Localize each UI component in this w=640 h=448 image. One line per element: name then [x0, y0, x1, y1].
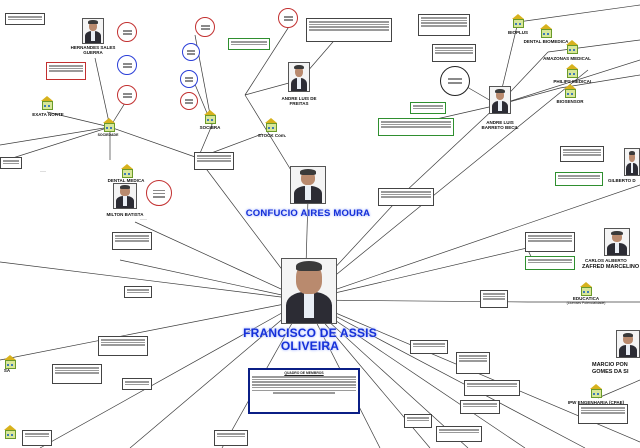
building-icon [564, 84, 577, 98]
company-socibra: SOCIBRA [199, 125, 221, 130]
building-icon [41, 96, 54, 110]
circle-red [278, 8, 298, 28]
gilberto-name: GILBERTO D [608, 178, 636, 183]
company-ipw: IPW ENGENHARIA (CPAE) [567, 400, 625, 405]
note-box [432, 44, 476, 62]
note-box [560, 146, 604, 162]
company-sociedade: SOCIEDADE [97, 133, 119, 137]
hernanes-name-2: GUERRA [83, 50, 103, 55]
note-box [214, 430, 248, 446]
building-icon [512, 14, 525, 28]
company-dental-biomedica: DENTAL BIOMEDICA [523, 39, 569, 44]
building-icon [265, 118, 278, 132]
company-sa: SA [3, 368, 11, 373]
circle-blue [182, 43, 200, 61]
note-box [525, 232, 575, 252]
confucio-photo [290, 166, 326, 204]
carlos-name-1: CARLOS ALBERTO [585, 258, 627, 263]
note-box [52, 364, 102, 384]
marcio-photo [616, 330, 640, 358]
company-educatica-sub: (Licenses Potencialidade) [566, 301, 606, 305]
circle-red [146, 180, 172, 206]
members-box-title: QUADRO DE MEMBROS [284, 371, 324, 375]
building-icon [590, 384, 603, 398]
building-icon [121, 164, 134, 178]
company-exata-norte: EXATA NORTE [32, 112, 64, 117]
note-box [378, 188, 434, 206]
carlos-name-2: ZAFRED MARCELINO [582, 264, 640, 270]
note-box [404, 414, 432, 428]
note-box [464, 380, 520, 396]
note-box [194, 152, 234, 170]
andre-becil-name-1: ANDRE LUIS [486, 120, 514, 125]
marcio-name-1: MARCIO PON [592, 362, 628, 368]
svg-text:-------: ------- [140, 217, 147, 221]
note-box [410, 340, 448, 354]
confucio-name: CONFUCIO AIRES MOURA [245, 208, 371, 219]
note-box [306, 18, 392, 42]
circle-red [117, 85, 137, 105]
building-icon [566, 64, 579, 78]
note-box [460, 400, 500, 414]
company-dental-medica: DENTAL MEDICA [107, 178, 145, 183]
andre-freitas-name-1: ANDRE LUIS DE [281, 96, 317, 101]
note-box [410, 102, 446, 114]
andre-freitas-name-2: FREITAS [289, 101, 309, 106]
circle-red [195, 17, 215, 37]
note-box [98, 336, 148, 356]
svg-text:------: ------ [40, 169, 46, 173]
milton-photo [113, 183, 137, 209]
note-box [480, 290, 508, 308]
building-icon [4, 355, 17, 369]
company-bioplus: BIOPLUS [507, 30, 528, 35]
note-box [124, 286, 152, 298]
andre-becil-photo [489, 86, 511, 114]
note-box [5, 13, 45, 25]
note-box [418, 14, 470, 36]
andre-becil-name-2: BARRETO BECIL [481, 125, 519, 130]
note-box [525, 256, 575, 270]
company-amazonas-medical: AMAZONAS MEDICAL [543, 56, 591, 61]
circle-blue [117, 55, 137, 75]
building-icon [204, 110, 217, 124]
circle-dark [440, 66, 470, 96]
note-box [22, 430, 52, 446]
circle-blue [180, 70, 198, 88]
note-box [112, 232, 152, 250]
hernanes-name-1: HERNANDES SALES [70, 45, 116, 50]
note-box [436, 426, 482, 442]
note-box [46, 62, 86, 80]
building-icon [4, 425, 17, 439]
note-box [555, 172, 603, 186]
francisco-name-line2: OLIVEIRA [280, 339, 340, 353]
building-icon [580, 282, 593, 296]
company-educatica: EDUCATICA [572, 296, 600, 301]
milton-name: MILTON BATISTA [106, 212, 144, 217]
francisco-name-line1: FRANCISCO DE ASSIS [243, 326, 377, 340]
note-box [578, 404, 628, 424]
circle-red [117, 22, 137, 42]
hernanes-photo [82, 18, 104, 44]
building-icon [540, 24, 553, 38]
marcio-name-2: GOMES DA SI [592, 369, 629, 375]
company-philips-medical: PHILIPS MEDICAL [553, 79, 593, 84]
carlos-photo [604, 228, 630, 256]
francisco-photo [281, 258, 337, 324]
note-box [122, 378, 152, 390]
members-box: QUADRO DE MEMBROS [248, 368, 360, 414]
company-biosensor: BIOSENSOR [556, 99, 584, 104]
note-box [228, 38, 270, 50]
gilberto-photo [624, 148, 640, 176]
note-box [456, 352, 490, 374]
building-icon [103, 118, 116, 132]
note-box [378, 118, 454, 136]
building-icon [566, 40, 579, 54]
note-box [0, 157, 22, 169]
andre-freitas-photo [288, 62, 310, 92]
company-stock: STOCK Com. [257, 133, 287, 138]
circle-red [180, 92, 198, 110]
